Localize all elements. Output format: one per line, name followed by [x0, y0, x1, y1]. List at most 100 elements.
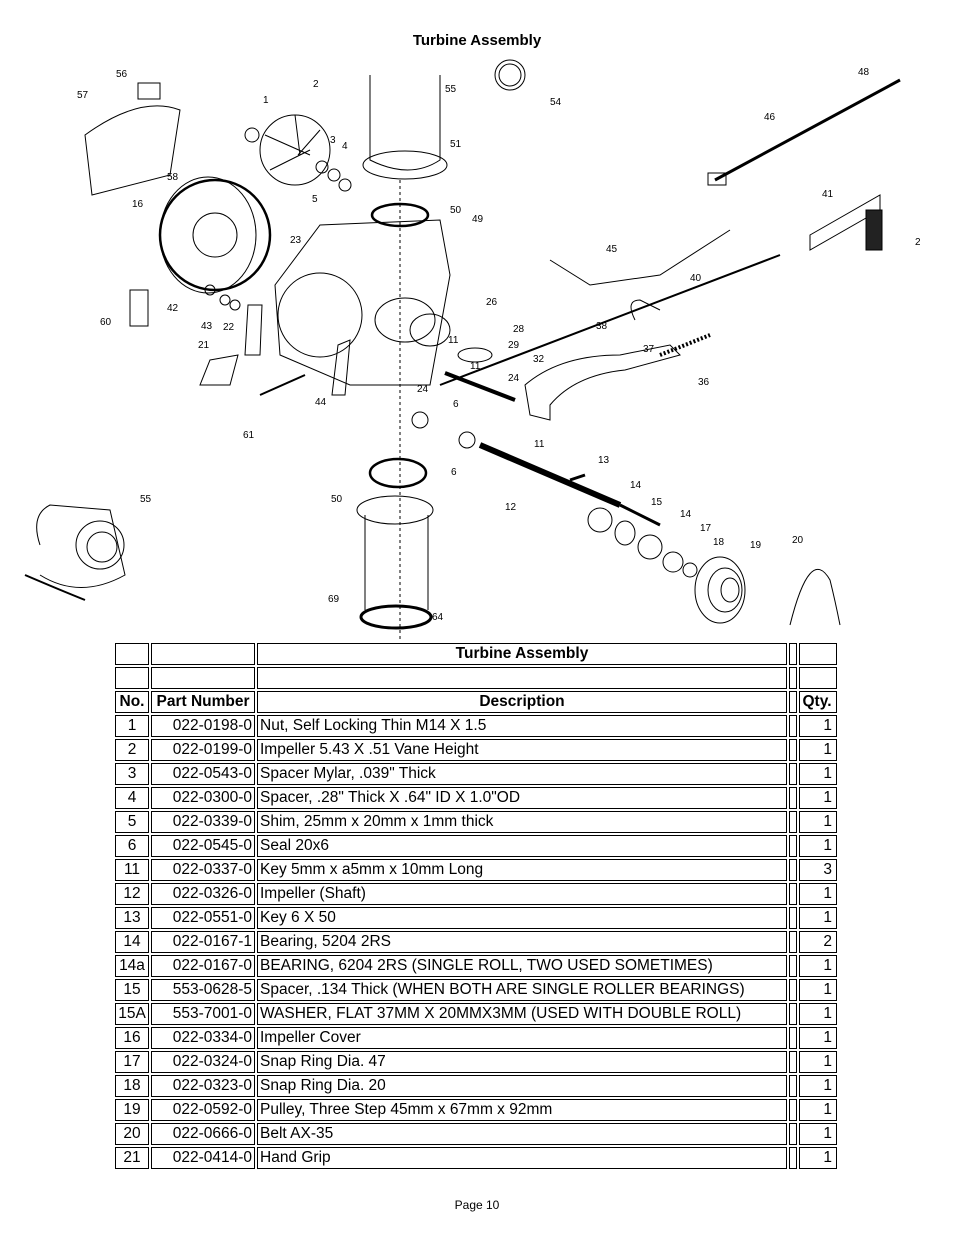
arm-part [524, 344, 681, 421]
cell-qty: 3 [799, 859, 837, 881]
cell-part-number: 022-0545-0 [151, 835, 255, 857]
table-blank-row [115, 667, 837, 689]
callout-label: 21 [198, 340, 210, 351]
callout-label: 6 [453, 399, 459, 410]
callout-label: 22 [223, 322, 235, 333]
cell-qty: 1 [799, 787, 837, 809]
cell-part-number: 022-0337-0 [151, 859, 255, 881]
housing-part [274, 219, 451, 386]
gauge-part [494, 59, 526, 91]
callout-label: 29 [508, 340, 520, 351]
cell-part-number: 022-0666-0 [151, 1123, 255, 1145]
cell-qty: 1 [799, 1003, 837, 1025]
header-qty: Qty. [799, 691, 837, 713]
control-rod-part [439, 254, 781, 386]
cell-qty: 1 [799, 715, 837, 737]
callout-label: 46 [764, 112, 776, 123]
shroud-part [84, 105, 181, 196]
cell-no: 18 [115, 1075, 149, 1097]
cell-qty: 1 [799, 979, 837, 1001]
callout-label: 51 [450, 139, 462, 150]
table-title-row: Turbine Assembly [115, 643, 837, 665]
callout-label: 13 [598, 455, 610, 466]
callout-label: 5 [312, 194, 318, 205]
callout-label: 3 [330, 135, 336, 146]
cell-no: 17 [115, 1051, 149, 1073]
callout-label: 56 [116, 69, 128, 80]
belt-part [789, 568, 841, 626]
cell-no: 19 [115, 1099, 149, 1121]
callout-label: 49 [472, 214, 484, 225]
callout-label: 20 [792, 535, 804, 546]
cell-qty: 1 [799, 955, 837, 977]
cell-qty: 1 [799, 835, 837, 857]
cell-part-number: 022-0326-0 [151, 883, 255, 905]
cell-part-number: 022-0167-1 [151, 931, 255, 953]
callout-label: 45 [606, 244, 618, 255]
callout-label: 17 [700, 523, 712, 534]
callout-label: 15 [651, 497, 663, 508]
callout-label: 58 [167, 172, 179, 183]
callout-label: 60 [100, 317, 112, 328]
callout-label: 11 [534, 439, 545, 450]
cell-description: Key 6 X 50 [257, 907, 787, 929]
cell-qty: 1 [799, 1099, 837, 1121]
callout-label: 50 [450, 205, 462, 216]
cell-part-number: 553-7001-0 [151, 1003, 255, 1025]
callout-label: 64 [432, 612, 444, 623]
callout-label: 61 [243, 430, 255, 441]
cell-qty: 1 [799, 883, 837, 905]
page-number: Page 10 [454, 1198, 500, 1212]
callout-label: 1 [263, 95, 269, 106]
cell-no: 13 [115, 907, 149, 929]
cell-qty: 1 [799, 739, 837, 761]
callout-label: 6 [451, 467, 457, 478]
cell-description: Impeller Cover [257, 1027, 787, 1049]
page-title: Turbine Assembly [412, 32, 542, 49]
callout-label: 40 [690, 273, 702, 284]
callout-label: 36 [698, 377, 710, 388]
pulley-part [694, 556, 746, 624]
cell-description: Belt AX-35 [257, 1123, 787, 1145]
callout-label: 69 [328, 594, 340, 605]
callout-label: 11 [448, 335, 459, 346]
cell-no: 15 [115, 979, 149, 1001]
impeller-part [259, 114, 331, 186]
impeller-cover-part [159, 176, 257, 294]
callout-labels: 57 56 1 2 55 54 48 46 3 4 51 5 58 16 50 … [77, 67, 920, 623]
cell-qty: 1 [799, 1123, 837, 1145]
callout-label: 48 [858, 67, 870, 78]
callout-label: 32 [533, 354, 545, 365]
cell-no: 14a [115, 955, 149, 977]
callout-label: 2 [313, 79, 319, 90]
cell-description: Pulley, Three Step 45mm x 67mm x 92mm [257, 1099, 787, 1121]
bracket-part [137, 82, 161, 100]
callout-label: 23 [290, 235, 302, 246]
bottom-oring-part [359, 604, 433, 630]
spring-part [659, 333, 711, 357]
table-title: Turbine Assembly [257, 643, 787, 665]
cell-no: 14 [115, 931, 149, 953]
callout-label: 14 [630, 480, 642, 491]
header-description: Description [257, 691, 787, 713]
callout-label: 42 [167, 303, 179, 314]
cell-no: 16 [115, 1027, 149, 1049]
cell-part-number: 022-0300-0 [151, 787, 255, 809]
cell-description: Impeller (Shaft) [257, 883, 787, 905]
callout-label: 38 [596, 321, 608, 332]
